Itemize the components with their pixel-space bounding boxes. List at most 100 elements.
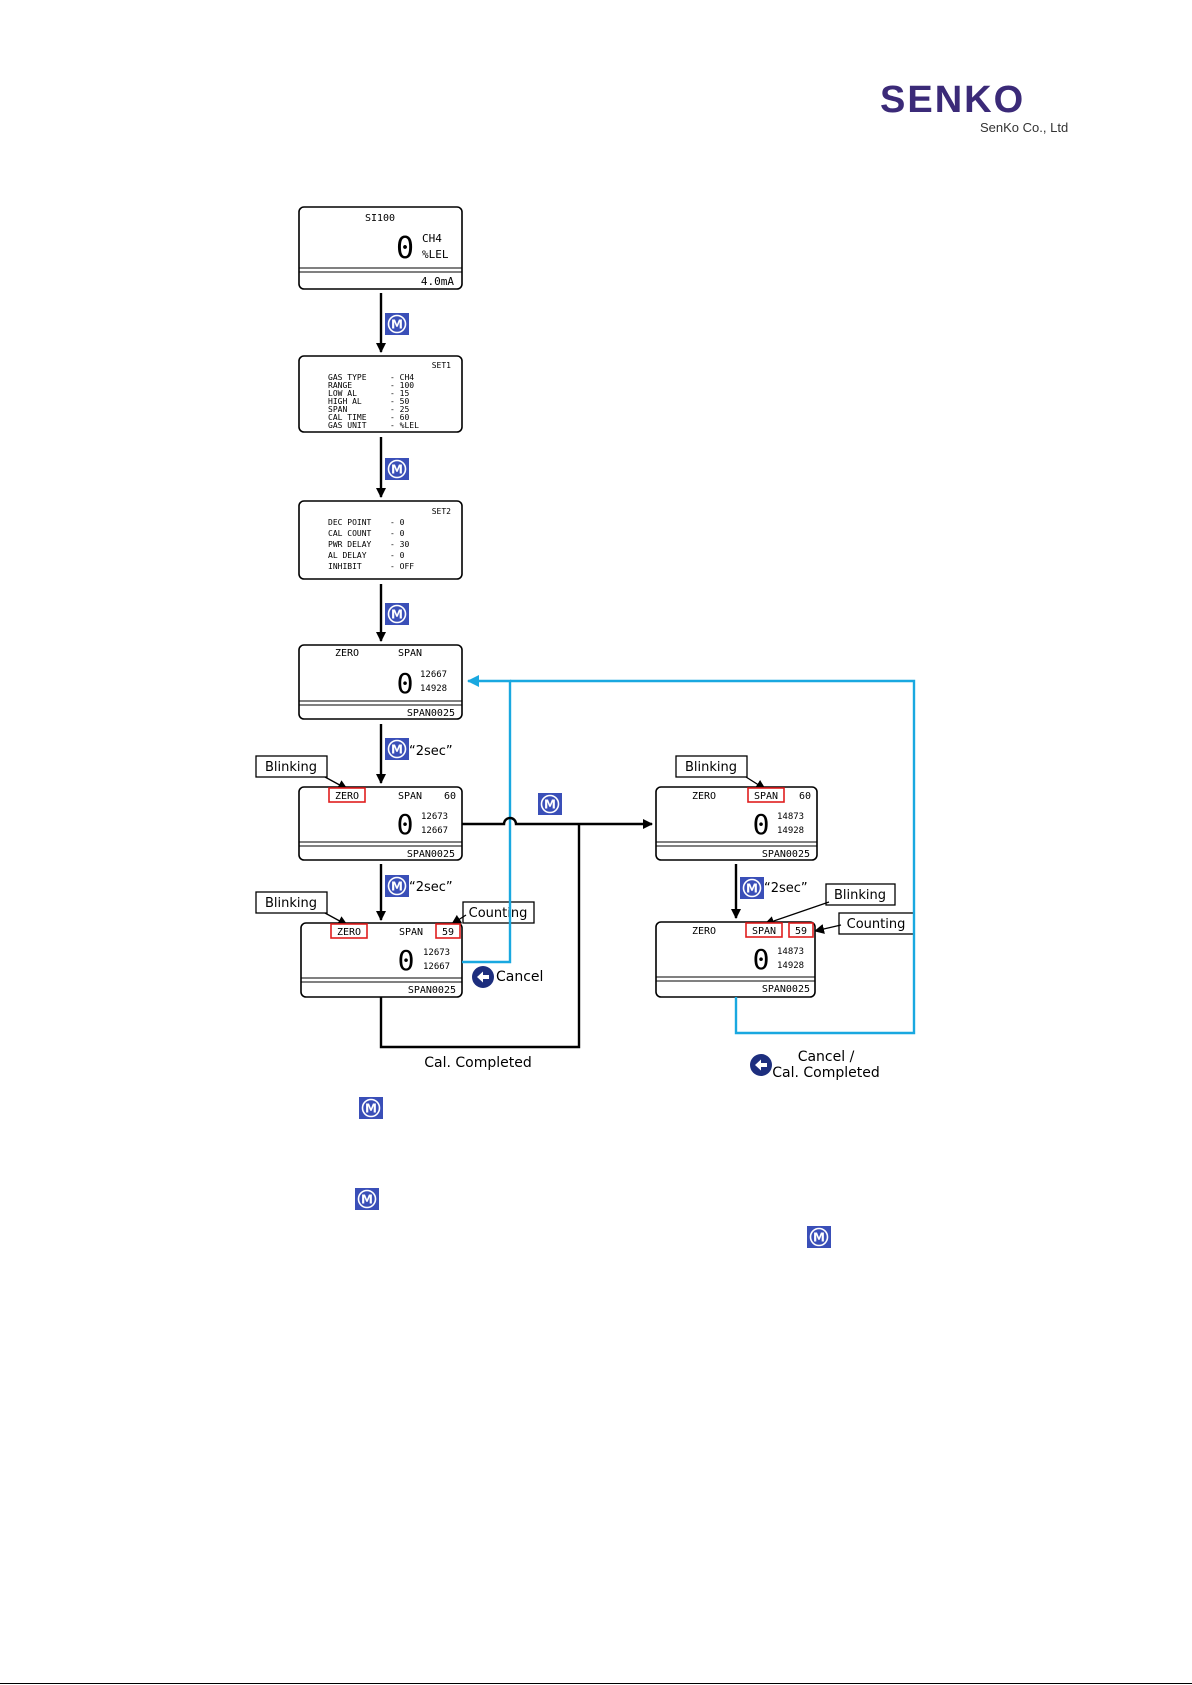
raw-value-1: 12667 bbox=[420, 670, 447, 680]
set1-val: - CH4 bbox=[390, 373, 414, 382]
zero-label: ZERO bbox=[335, 648, 359, 659]
callout-box bbox=[255, 891, 328, 914]
m-button-icon bbox=[358, 1096, 384, 1120]
raw-value-1: 14873 bbox=[777, 812, 804, 822]
m-button-icon bbox=[806, 1225, 832, 1249]
set1-title: SET1 bbox=[432, 361, 451, 370]
countdown: 59 bbox=[795, 926, 807, 937]
back-button-icon bbox=[472, 966, 494, 988]
m-button-icon bbox=[384, 312, 410, 336]
set2-val: - 30 bbox=[390, 540, 409, 549]
model-name: SI100 bbox=[365, 213, 395, 224]
cal-reading: 0 bbox=[753, 808, 770, 841]
raw-value-2: 14928 bbox=[777, 826, 804, 836]
set1-val: - 25 bbox=[390, 405, 409, 414]
m-button-icon bbox=[537, 792, 563, 816]
cancel-label: Cancel bbox=[496, 969, 543, 985]
logo-wordmark: SENKO bbox=[880, 79, 1026, 121]
set1-val: - 60 bbox=[390, 413, 409, 422]
count-highlight bbox=[788, 922, 814, 938]
screen-cal-menu: ZERO SPAN 0 12667 14928 SPAN0025 bbox=[298, 644, 463, 720]
cal-reading: 0 bbox=[753, 943, 770, 976]
cal-completed-right-label: Cal. Completed bbox=[772, 1065, 880, 1081]
raw-value-2: 14928 bbox=[777, 961, 804, 971]
set2-title: SET2 bbox=[432, 507, 451, 516]
m-button-icon bbox=[739, 876, 765, 900]
cal-reading: 0 bbox=[398, 944, 415, 977]
set2-val: - 0 bbox=[390, 518, 405, 527]
callout-box bbox=[825, 883, 896, 906]
set1-val: - 15 bbox=[390, 389, 409, 398]
set1-val: - 100 bbox=[390, 381, 414, 390]
m-button-icon bbox=[384, 874, 410, 898]
blink-highlight bbox=[330, 923, 368, 939]
logo-company-name: SenKo Co., Ltd bbox=[980, 120, 1069, 135]
zero-label: ZERO bbox=[337, 927, 361, 938]
screen-set2: SET2 DEC POINT - 0 CAL COUNT - 0 PWR DEL… bbox=[298, 500, 463, 580]
set1-key: RANGE bbox=[328, 381, 352, 390]
footer-divider bbox=[0, 1683, 1192, 1684]
zero-label: ZERO bbox=[335, 791, 359, 802]
senko-logo: SENKO SenKo Co., Ltd bbox=[880, 80, 1080, 140]
set2-key: INHIBIT bbox=[328, 562, 362, 571]
set1-key: HIGH AL bbox=[328, 397, 362, 406]
gas-unit: %LEL bbox=[422, 248, 449, 261]
blink-highlight bbox=[328, 787, 366, 803]
span-setting: SPAN0025 bbox=[407, 849, 455, 860]
hold-2sec-label: “2sec” bbox=[409, 744, 453, 759]
screen-zero-count: ZERO SPAN 59 0 12673 12667 SPAN0025 bbox=[300, 922, 463, 998]
gas-name: CH4 bbox=[422, 232, 442, 245]
cal-reading: 0 bbox=[397, 667, 414, 700]
set2-key: DEC POINT bbox=[328, 518, 372, 527]
return-loop-line bbox=[510, 679, 916, 1035]
screen-span-count: ZERO SPAN 59 0 14873 14928 SPAN0025 bbox=[655, 921, 816, 998]
set1-val: - 50 bbox=[390, 397, 409, 406]
set1-val: - %LEL bbox=[390, 421, 419, 430]
raw-value-2: 14928 bbox=[420, 684, 447, 694]
countdown: 60 bbox=[799, 791, 811, 802]
countdown: 60 bbox=[444, 791, 456, 802]
blinking-callout: Blinking bbox=[685, 760, 737, 775]
callout-box bbox=[255, 755, 328, 778]
m-button-icon bbox=[384, 457, 410, 481]
m-button-icon bbox=[384, 602, 410, 626]
cal-completed-label: Cal. Completed bbox=[424, 1055, 532, 1071]
count-highlight bbox=[435, 923, 461, 939]
back-button-icon bbox=[750, 1054, 772, 1076]
set2-key: CAL COUNT bbox=[328, 529, 372, 538]
zero-label: ZERO bbox=[692, 791, 716, 802]
set1-key: LOW AL bbox=[328, 389, 357, 398]
span-label: SPAN bbox=[398, 648, 422, 659]
span-label: SPAN bbox=[754, 791, 778, 802]
blinking-callout: Blinking bbox=[265, 896, 317, 911]
blink-highlight bbox=[747, 787, 785, 803]
blinking-callout: Blinking bbox=[834, 888, 886, 903]
flow-arrow-to-span bbox=[462, 816, 653, 829]
raw-value-2: 12667 bbox=[421, 826, 448, 836]
raw-value-1: 12673 bbox=[421, 812, 448, 822]
set2-key: PWR DELAY bbox=[328, 540, 372, 549]
countdown: 59 bbox=[442, 927, 454, 938]
set2-val: - OFF bbox=[390, 562, 414, 571]
set1-key: CAL TIME bbox=[328, 413, 367, 422]
callout-box bbox=[462, 901, 535, 924]
main-reading: 0 bbox=[396, 231, 414, 266]
blink-highlight bbox=[745, 922, 783, 938]
counting-callout: Counting bbox=[469, 906, 528, 921]
set2-key: AL DELAY bbox=[328, 551, 367, 560]
set1-key: SPAN bbox=[328, 405, 347, 414]
return-loop-line bbox=[462, 675, 512, 964]
screen-span-blink: ZERO SPAN 60 0 14873 14928 SPAN0025 bbox=[655, 786, 818, 861]
set2-val: - 0 bbox=[390, 551, 405, 560]
blinking-callout: Blinking bbox=[265, 760, 317, 775]
screen-main: SI100 0 CH4 %LEL 4.0mA bbox=[298, 206, 463, 290]
span-setting: SPAN0025 bbox=[762, 849, 810, 860]
set1-key: GAS UNIT bbox=[328, 421, 367, 430]
counting-callout: Counting bbox=[847, 917, 906, 932]
screen-zero-blink: ZERO SPAN 60 0 12673 12667 SPAN0025 bbox=[298, 786, 463, 861]
callout-pointer bbox=[764, 901, 830, 926]
callout-pointer bbox=[814, 924, 842, 934]
span-label: SPAN bbox=[399, 927, 423, 938]
span-setting: SPAN0025 bbox=[762, 984, 810, 995]
